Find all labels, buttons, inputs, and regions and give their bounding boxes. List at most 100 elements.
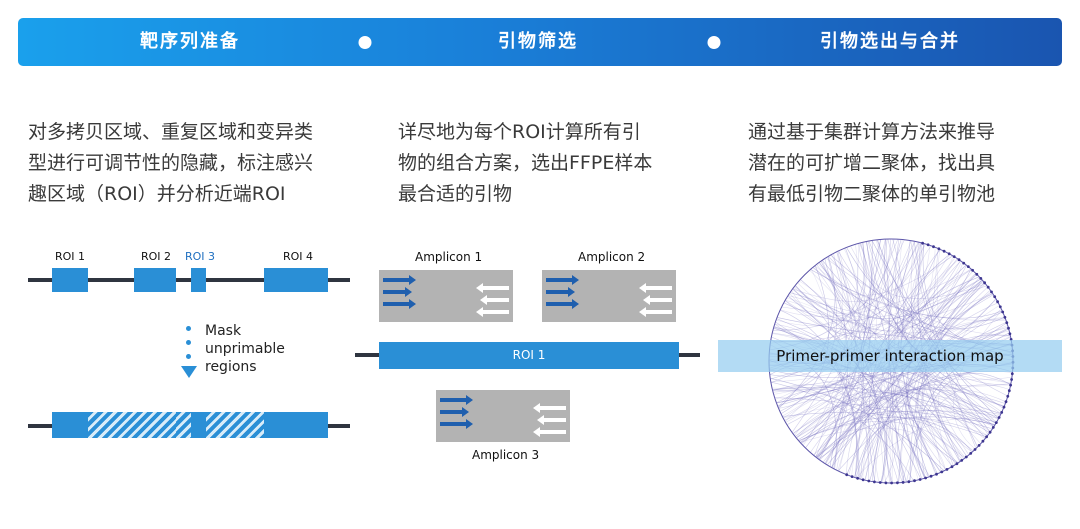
interaction-edge <box>774 397 987 438</box>
network-node <box>1004 400 1008 404</box>
network-node <box>945 468 949 471</box>
reverse-primer-arrow <box>533 427 566 437</box>
interaction-edge <box>886 311 1003 484</box>
step-separator-dot <box>358 36 372 49</box>
description-primer-selection: 通过基于集群计算方法来推导 潜在的可扩增二聚体，找出具 有最低引物二聚体的单引物… <box>748 117 1068 210</box>
interaction-edge <box>836 273 977 471</box>
mask-caption-line: unprimable <box>205 341 285 357</box>
interaction-edge <box>824 258 982 320</box>
network-node <box>942 249 946 253</box>
interaction-edge <box>825 257 1011 336</box>
description-line: 潜在的可扩增二聚体，找出具 <box>748 152 996 174</box>
interaction-edge <box>784 273 977 339</box>
mask-dot <box>186 326 191 331</box>
network-node <box>921 241 924 245</box>
network-node <box>993 295 997 299</box>
interaction-edge <box>851 392 997 477</box>
interaction-edge <box>792 388 1006 434</box>
mask-caption-line: regions <box>205 359 257 375</box>
network-node <box>1003 315 1007 319</box>
interaction-edge <box>826 321 1007 466</box>
interaction-edge <box>898 242 919 483</box>
interaction-edge <box>811 268 858 479</box>
description-line: 通过基于集群计算方法来推导 <box>748 121 996 143</box>
network-node <box>977 444 981 447</box>
roi-label: ROI 2 <box>141 250 172 263</box>
down-arrow-icon <box>181 366 197 378</box>
network-node <box>890 481 893 485</box>
interaction-edge <box>815 243 925 457</box>
network-node <box>1010 372 1014 376</box>
interaction-edge <box>901 384 1010 483</box>
interaction-edge <box>782 412 974 452</box>
network-node <box>985 435 988 439</box>
network-node <box>901 481 905 484</box>
interaction-edge <box>953 310 1003 450</box>
interaction-edge <box>837 322 1008 472</box>
network-node <box>913 479 916 483</box>
network-node <box>937 247 941 251</box>
interaction-edge <box>773 390 869 481</box>
interaction-edge <box>858 243 986 299</box>
interaction-edge <box>831 280 984 468</box>
network-node <box>998 305 1002 309</box>
network-node <box>990 290 993 294</box>
interaction-edge <box>886 260 961 484</box>
reverse-primer-arrow <box>476 283 509 293</box>
mask-caption-line: Mask <box>205 323 242 339</box>
interaction-edge <box>791 258 958 334</box>
interaction-edge <box>845 279 983 475</box>
network-node <box>983 281 986 285</box>
interaction-edge <box>917 249 1004 409</box>
forward-primer-arrow <box>440 395 473 405</box>
primer-arrows-icon <box>440 395 566 437</box>
reverse-primer-arrow <box>639 307 672 317</box>
interaction-edge <box>792 243 925 302</box>
network-node <box>924 476 927 480</box>
amplicon-box <box>436 390 570 442</box>
network-node <box>884 481 888 485</box>
interaction-edge <box>905 302 999 479</box>
mask-caption: Mask unprimable regions <box>205 322 285 376</box>
description-line: 详尽地为每个ROI计算所有引 <box>398 121 641 143</box>
forward-primer-arrow <box>440 407 469 417</box>
network-node <box>856 476 859 480</box>
interaction-edge <box>816 416 996 459</box>
amplicon-label: Amplicon 1 <box>415 250 483 264</box>
amplicon-box <box>542 270 676 322</box>
interaction-edge <box>860 417 988 480</box>
interaction-edge <box>778 384 953 467</box>
interaction-edge <box>777 285 988 408</box>
interaction-edge <box>855 410 995 478</box>
interaction-edge <box>784 376 981 444</box>
interaction-edge <box>787 295 887 483</box>
network-node <box>907 480 911 484</box>
interaction-edge <box>853 387 995 478</box>
description-target-prep: 对多拷贝区域、重复区域和变异类 型进行可调节性的隐藏，标注感兴 趣区域（ROI）… <box>28 117 348 210</box>
masked-region <box>176 412 191 438</box>
network-node <box>962 261 966 265</box>
amplicon-label: Amplicon 3 <box>472 448 540 462</box>
reverse-primer-arrow <box>537 415 566 425</box>
interaction-edge <box>776 389 899 483</box>
forward-primer-arrow <box>383 299 416 309</box>
network-node <box>1006 394 1010 398</box>
interaction-edge <box>824 326 1009 464</box>
interaction-edge <box>854 242 865 478</box>
network-node <box>1008 332 1012 336</box>
description-line: 趣区域（ROI）并分析近端ROI <box>28 183 286 205</box>
interaction-edge <box>794 285 1003 334</box>
interaction-edge <box>831 253 951 468</box>
interaction-edge <box>778 256 836 409</box>
sequence-track <box>28 278 350 282</box>
network-node <box>878 481 882 484</box>
network-node <box>950 465 954 469</box>
roi-block <box>264 412 328 438</box>
network-node <box>952 255 956 258</box>
interaction-edge <box>866 241 929 478</box>
reverse-primer-arrow <box>639 283 672 293</box>
interaction-edge <box>770 378 945 472</box>
network-node <box>973 448 977 451</box>
interaction-map-label: Primer-primer interaction map <box>718 340 1062 372</box>
interaction-edge <box>798 416 973 453</box>
